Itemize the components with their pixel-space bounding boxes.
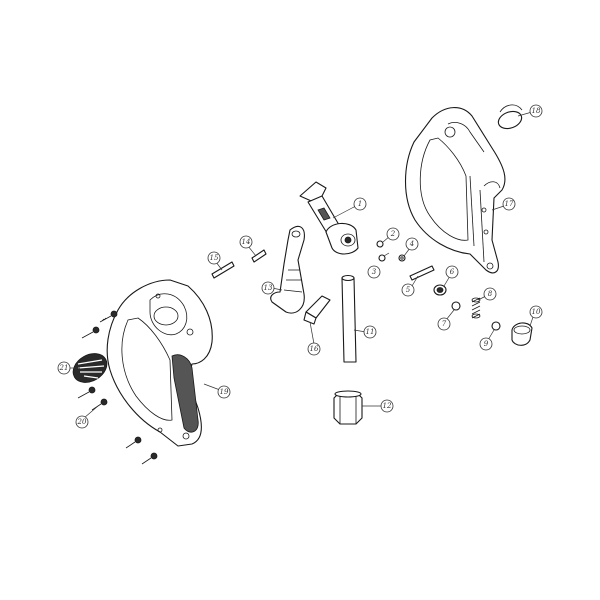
screw [77,386,96,399]
svg-text:10: 10 [532,308,541,316]
part-9-oring [491,321,501,331]
callout-16: 16 [307,342,321,356]
svg-text:7: 7 [442,320,447,328]
part-21-grille-disc [72,353,108,383]
svg-text:6: 6 [450,268,455,276]
part-17-right-housing [404,107,506,274]
svg-text:20: 20 [77,418,87,426]
svg-text:18: 18 [532,107,541,115]
screw [125,436,142,449]
svg-text:9: 9 [484,340,489,348]
part-1-valve-body [299,181,359,255]
svg-text:16: 16 [310,345,319,353]
part-19-left-housing [106,279,213,447]
part-8-spring [471,297,481,319]
part-7-ball [451,301,461,311]
callout-8: 8 [483,287,497,301]
screw [141,452,158,465]
part-14-pin [251,249,267,263]
callout-11: 11 [363,325,377,339]
part-20-screws [77,310,158,465]
svg-text:21: 21 [59,364,69,372]
part-5-stem [409,265,435,281]
screw [81,326,100,339]
callout-18: 18 [529,104,543,118]
svg-text:4: 4 [409,240,414,248]
callout-4: 4 [405,237,419,251]
svg-text:3: 3 [372,268,377,276]
part-11-tube [341,274,357,363]
screw [91,398,108,411]
part-18-cap-disc [497,104,523,130]
svg-text:19: 19 [220,388,229,396]
callout-21: 21 [57,361,71,375]
svg-text:11: 11 [366,328,375,336]
callout-1: 1 [353,197,367,211]
svg-text:1: 1 [358,200,362,208]
svg-text:15: 15 [210,254,219,262]
part-12-nut [333,390,363,425]
part-13-trigger [270,225,305,314]
screw [99,310,118,323]
part-4-seal [398,254,406,262]
callout-3: 3 [367,265,381,279]
callout-6: 6 [445,265,459,279]
callout-2: 2 [386,227,400,241]
callout-10: 10 [529,305,543,319]
svg-text:5: 5 [406,286,411,294]
callout-14: 14 [239,235,253,249]
callout-13: 13 [261,281,275,295]
svg-text:13: 13 [264,284,273,292]
svg-text:17: 17 [505,200,514,208]
part-10-plug [511,322,533,346]
callout-9: 9 [479,337,493,351]
part-6-valve-seat [433,284,447,296]
svg-text:12: 12 [383,402,392,410]
callout-20: 20 [75,415,89,429]
callout-17: 17 [502,197,516,211]
svg-text:14: 14 [242,238,251,246]
part-16-lock-lever [303,295,331,325]
callout-19: 19 [217,385,231,399]
part-2-oring [376,240,384,248]
part-3-washer [378,254,386,262]
callout-5: 5 [401,283,415,297]
part-15-pin [211,261,235,279]
svg-text:2: 2 [390,230,396,238]
svg-text:8: 8 [488,290,493,298]
callout-7: 7 [437,317,451,331]
callout-12: 12 [380,399,394,413]
callout-15: 15 [207,251,221,265]
